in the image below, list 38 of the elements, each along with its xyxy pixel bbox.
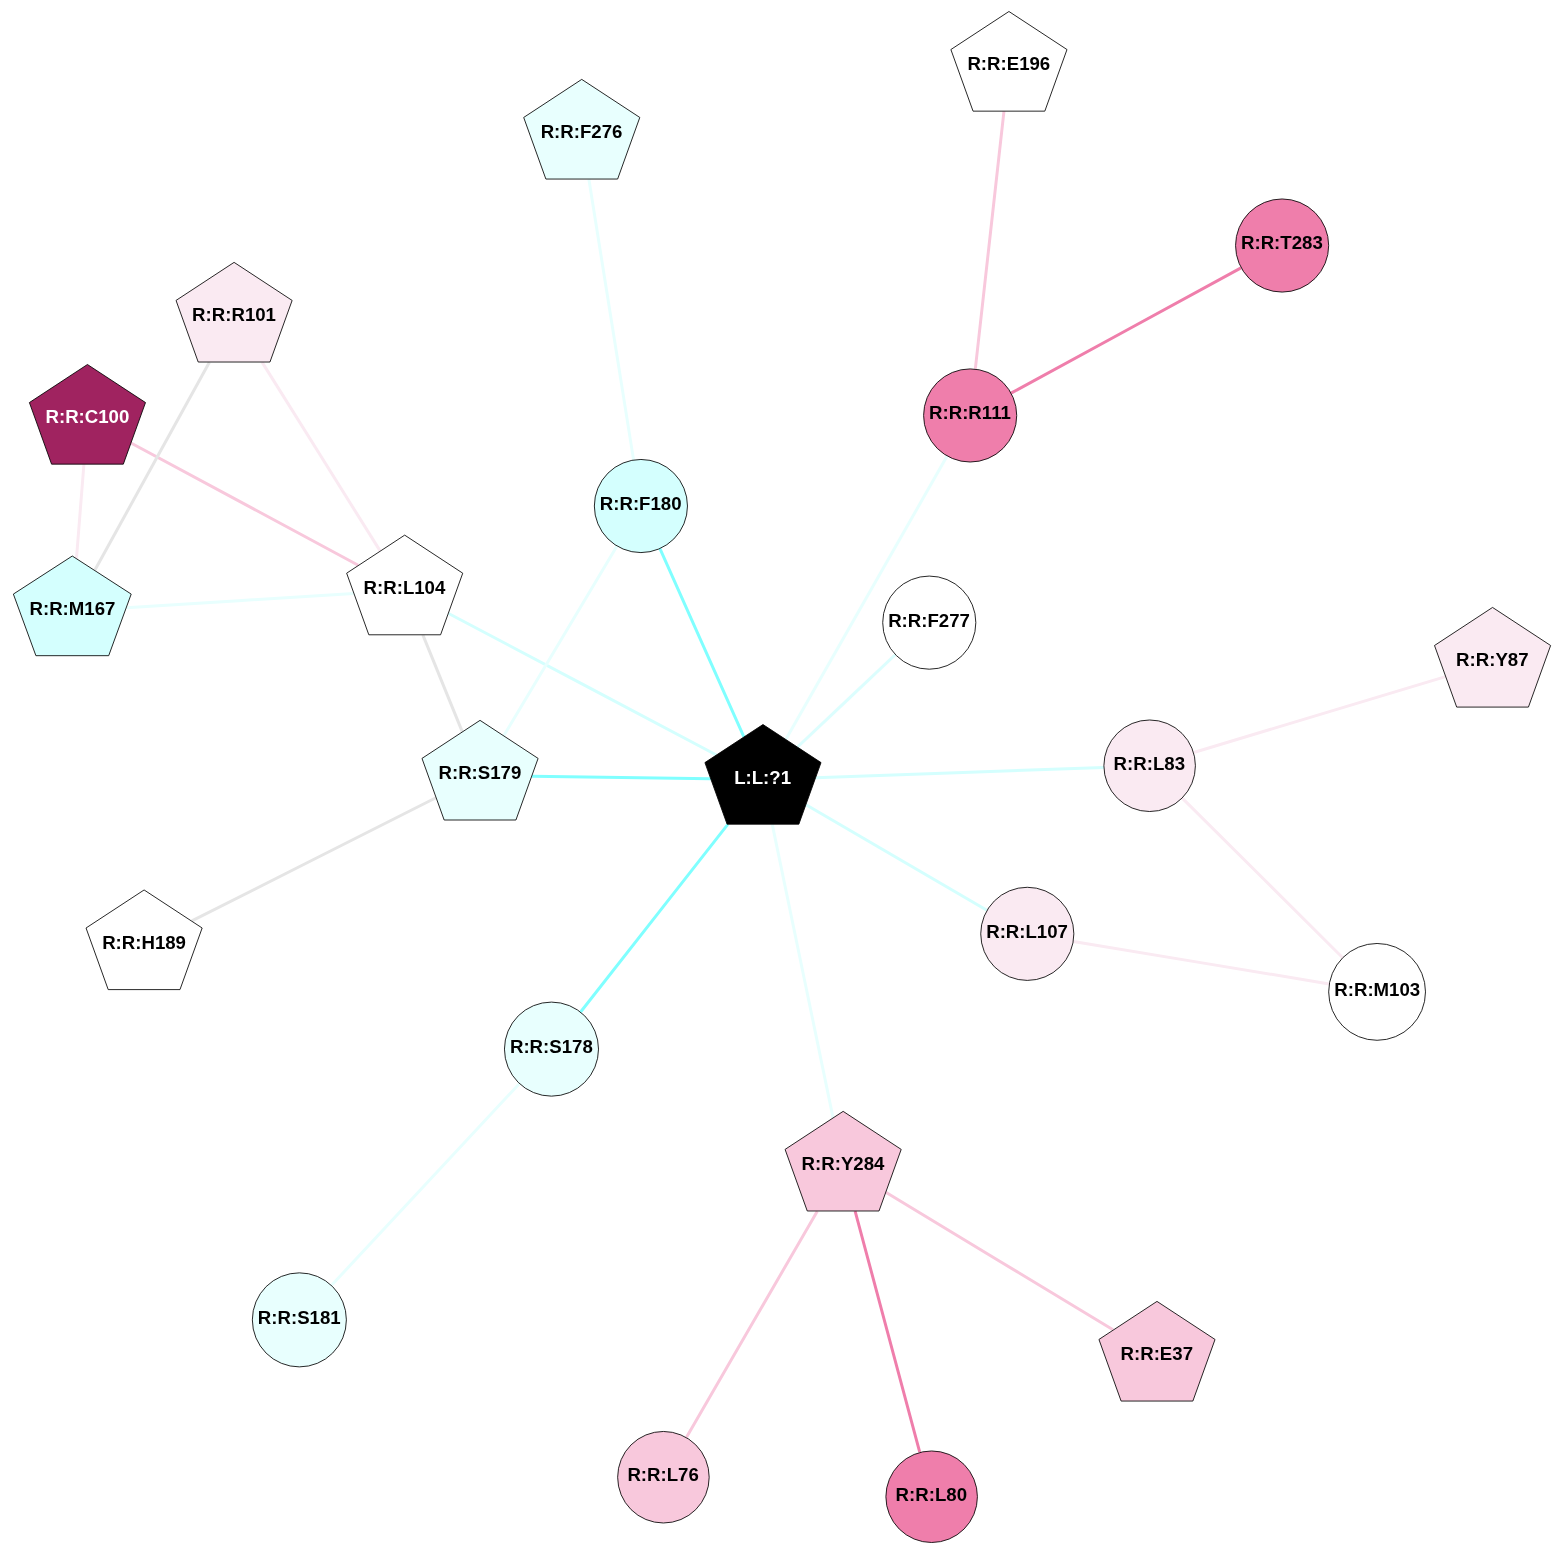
node-circle: R:R:M103 bbox=[1328, 943, 1426, 1041]
node-circle: R:R:L83 bbox=[1103, 719, 1196, 812]
connector bbox=[1010, 266, 1242, 395]
node-circle: R:R:L76 bbox=[617, 1431, 710, 1524]
connector bbox=[531, 774, 711, 781]
connector bbox=[1073, 940, 1330, 986]
connector bbox=[191, 796, 437, 923]
connector bbox=[130, 441, 359, 567]
connector bbox=[658, 548, 746, 738]
connector bbox=[784, 455, 949, 740]
connector bbox=[421, 634, 464, 733]
connector bbox=[853, 1210, 922, 1453]
connector bbox=[685, 1210, 819, 1439]
connector bbox=[770, 824, 835, 1119]
node-circle: R:R:F180 bbox=[593, 459, 688, 553]
node-circle: R:R:R111 bbox=[923, 368, 1018, 463]
node-circle: R:R:L107 bbox=[980, 886, 1075, 981]
connector bbox=[587, 179, 636, 461]
connector bbox=[1181, 797, 1344, 959]
node-circle: R:R:T283 bbox=[1235, 198, 1330, 293]
connector bbox=[93, 361, 211, 571]
connector bbox=[796, 653, 897, 749]
node-circle: R:R:L80 bbox=[885, 1450, 978, 1543]
connector bbox=[1193, 675, 1446, 754]
connector bbox=[502, 545, 619, 737]
connector bbox=[973, 111, 1006, 370]
connector bbox=[74, 464, 86, 559]
connector bbox=[579, 823, 729, 1013]
connector bbox=[330, 1082, 521, 1287]
connector bbox=[885, 1191, 1114, 1332]
node-circle: R:R:S178 bbox=[504, 1001, 599, 1097]
connector bbox=[447, 612, 718, 757]
node-circle: R:R:S181 bbox=[251, 1272, 347, 1368]
connector bbox=[815, 765, 1104, 780]
connector bbox=[260, 361, 382, 552]
connector bbox=[805, 803, 988, 912]
connector bbox=[126, 591, 354, 610]
node-circle: R:R:F277 bbox=[882, 575, 977, 670]
